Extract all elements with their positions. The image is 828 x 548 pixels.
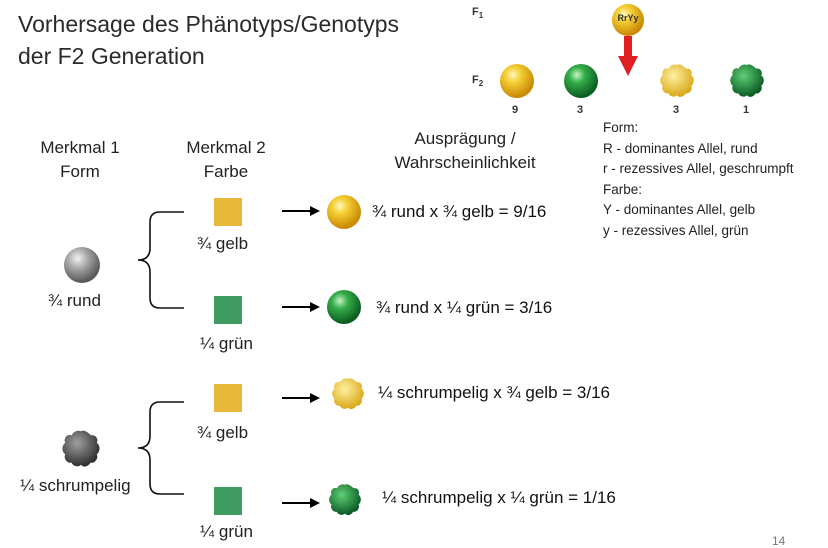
header-merkmal2: Merkmal 2 Farbe bbox=[166, 136, 286, 184]
page-number: 14 bbox=[772, 534, 786, 548]
f2-pea-round-yellow bbox=[500, 64, 534, 98]
f1-letter: F bbox=[472, 6, 479, 18]
result-4: ¼ schrumpelig x ¼ grün = 1/16 bbox=[382, 488, 616, 507]
f2-sub: 2 bbox=[478, 79, 484, 89]
result-pea-wrinkled-green bbox=[329, 484, 361, 516]
result-pea-round-green bbox=[327, 290, 361, 324]
legend-form-R: R - dominantes Allel, rund bbox=[603, 140, 758, 156]
allele-legend: Form: R - dominantes Allel, rund r - rez… bbox=[603, 118, 794, 241]
f1-pea bbox=[612, 4, 644, 36]
f2-pea-wrinkled-green bbox=[730, 64, 764, 97]
label-rund: ¾ rund bbox=[48, 291, 101, 310]
color-square-green-1 bbox=[214, 296, 242, 324]
title-line-1: Vorhersage des Phänotyps/Genotyps bbox=[18, 11, 400, 37]
header-merkmal2-line2: Farbe bbox=[203, 162, 249, 181]
header-auspraegung: Ausprägung / Wahrscheinlichkeit bbox=[370, 127, 560, 175]
color-square-green-2 bbox=[214, 487, 242, 515]
legend-form-r: r - rezessives Allel, geschrumpft bbox=[603, 161, 794, 176]
count-3b: 3 bbox=[673, 104, 680, 116]
label-gruen-2: ¼ grün bbox=[200, 522, 253, 541]
pea-wrinkled-gray bbox=[62, 430, 100, 467]
down-arrow-icon bbox=[618, 36, 638, 76]
f2-pea-wrinkled-yellow bbox=[660, 64, 694, 97]
label-schrumpelig: ¼ schrumpelig bbox=[20, 476, 131, 495]
arrow-right-icon bbox=[282, 206, 320, 216]
brace-lower bbox=[137, 401, 184, 495]
header-merkmal1-line1: Merkmal 1 bbox=[40, 138, 120, 157]
title-line-2: der F2 Generation bbox=[18, 43, 205, 69]
f2-letter: F bbox=[472, 74, 479, 86]
brace-upper bbox=[137, 211, 184, 309]
legend-farbe-y: y - rezessives Allel, grün bbox=[603, 222, 749, 238]
legend-form-title: Form: bbox=[603, 120, 639, 135]
f1-sub: 1 bbox=[478, 11, 484, 21]
arrow-right-icon bbox=[282, 498, 320, 508]
color-square-yellow-1 bbox=[214, 198, 242, 226]
label-gelb-2: ¾ gelb bbox=[197, 423, 249, 442]
result-pea-wrinkled-yellow bbox=[332, 378, 364, 410]
count-3a: 3 bbox=[577, 104, 584, 116]
pea-round-gray bbox=[64, 247, 100, 283]
legend-farbe-title: Farbe: bbox=[603, 181, 643, 197]
result-1: ¾ rund x ¾ gelb = 9/16 bbox=[372, 202, 547, 221]
result-2: ¾ rund x ¼ grün = 3/16 bbox=[376, 298, 553, 317]
label-gelb-1: ¾ gelb bbox=[197, 234, 249, 253]
f1-genotype: RrYy bbox=[617, 13, 639, 23]
header-merkmal2-line1: Merkmal 2 bbox=[186, 138, 266, 157]
count-9: 9 bbox=[512, 104, 519, 116]
label-gruen-1: ¼ grün bbox=[200, 334, 253, 353]
header-auspraegung-line1: Ausprägung / bbox=[414, 129, 516, 148]
count-1: 1 bbox=[743, 104, 750, 116]
f2-label: F2 bbox=[472, 74, 483, 88]
arrow-right-icon bbox=[282, 302, 320, 312]
header-auspraegung-line2: Wahrscheinlichkeit bbox=[394, 153, 536, 172]
f2-pea-round-green bbox=[564, 64, 598, 98]
f1-label: F1 bbox=[472, 6, 483, 20]
result-3: ¼ schrumpelig x ¾ gelb = 3/16 bbox=[378, 383, 610, 402]
header-merkmal1: Merkmal 1 Form bbox=[20, 136, 140, 184]
result-pea-round-yellow bbox=[327, 195, 361, 229]
color-square-yellow-2 bbox=[214, 384, 242, 412]
arrow-right-icon bbox=[282, 393, 320, 403]
page-title: Vorhersage des Phänotyps/Genotyps der F2… bbox=[18, 8, 399, 72]
legend-farbe-Y: Y - dominantes Allel, gelb bbox=[603, 202, 756, 217]
header-merkmal1-line2: Form bbox=[60, 162, 100, 181]
